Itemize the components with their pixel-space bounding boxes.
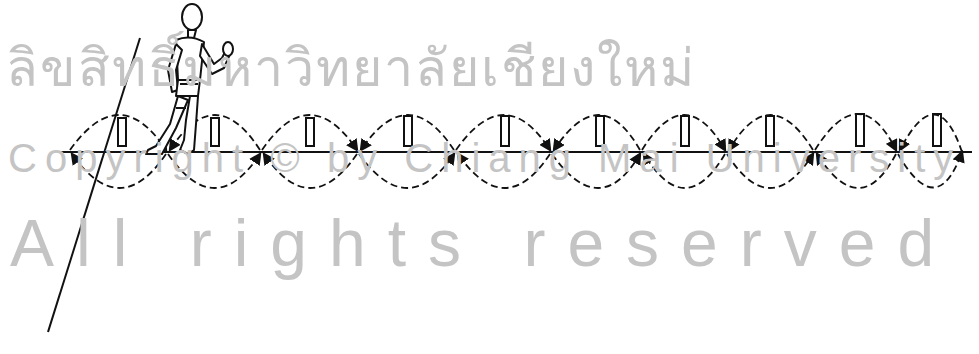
watermark-text: ลิขสิทธิ์มหาวิทยาลัยเชียงใหม่ — [6, 42, 696, 94]
watermark-text: Copyright © by Chiang Mai University — [8, 138, 961, 178]
watermark-text: All rights reserved — [10, 210, 956, 276]
